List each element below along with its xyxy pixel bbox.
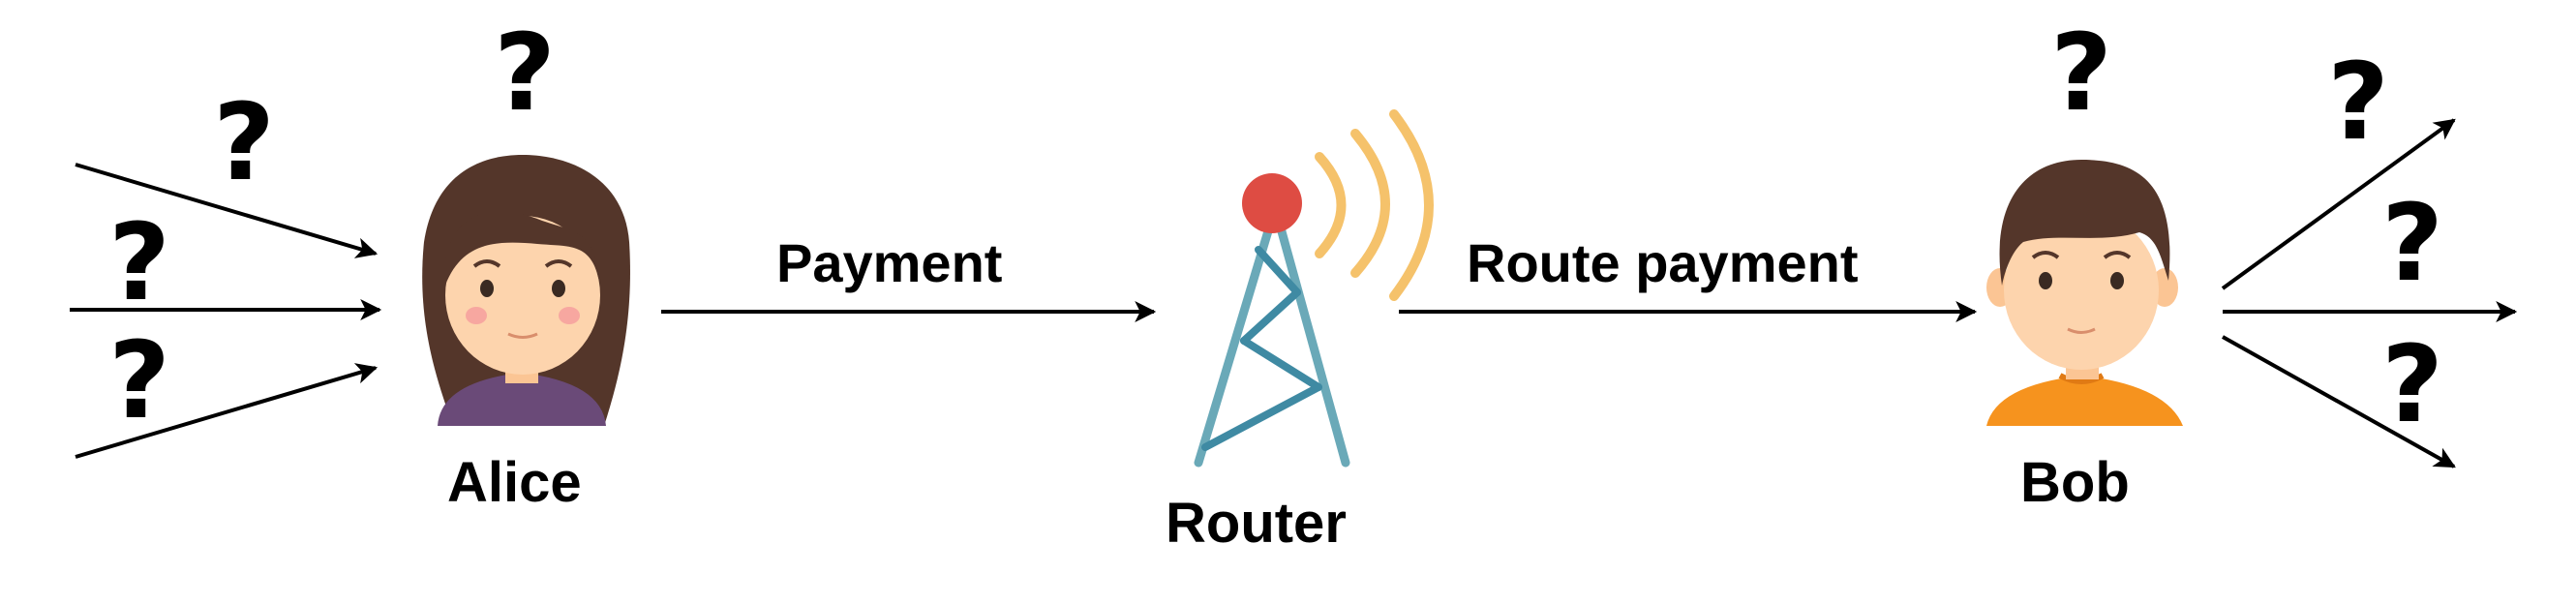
- bob-avatar: [1986, 160, 2183, 426]
- alice-left-cheek: [466, 307, 487, 324]
- router-label: Router: [1166, 492, 1347, 555]
- signal-waves-icon: [1315, 109, 1434, 301]
- outgoing-arrow-top: [2221, 118, 2456, 290]
- payment-label: Payment: [776, 232, 1003, 293]
- outgoing-arrows: [2221, 118, 2518, 468]
- alice-label: Alice: [447, 451, 582, 514]
- question-mark-icon: ?: [2381, 322, 2443, 446]
- alice-avatar: [422, 155, 630, 426]
- route-payment-label: Route payment: [1467, 232, 1859, 293]
- incoming-arrow-bottom: [75, 363, 379, 459]
- router-tower-icon: [1194, 173, 1350, 468]
- question-mark-icon: ?: [494, 11, 556, 135]
- incoming-arrows: [70, 163, 382, 459]
- question-mark-icon: ?: [108, 200, 170, 324]
- alice-right-cheek: [559, 307, 580, 324]
- question-mark-icon: ?: [2381, 181, 2443, 305]
- bob-label: Bob: [2020, 451, 2130, 514]
- router-beacon: [1242, 173, 1302, 233]
- outgoing-arrow-bottom: [2222, 335, 2456, 468]
- question-mark-icon: ?: [108, 318, 170, 442]
- incoming-arrow-top: [75, 163, 379, 258]
- question-mark-icon: ?: [213, 80, 275, 204]
- question-mark-icon: ?: [2050, 11, 2112, 135]
- question-mark-icon: ?: [2327, 40, 2389, 164]
